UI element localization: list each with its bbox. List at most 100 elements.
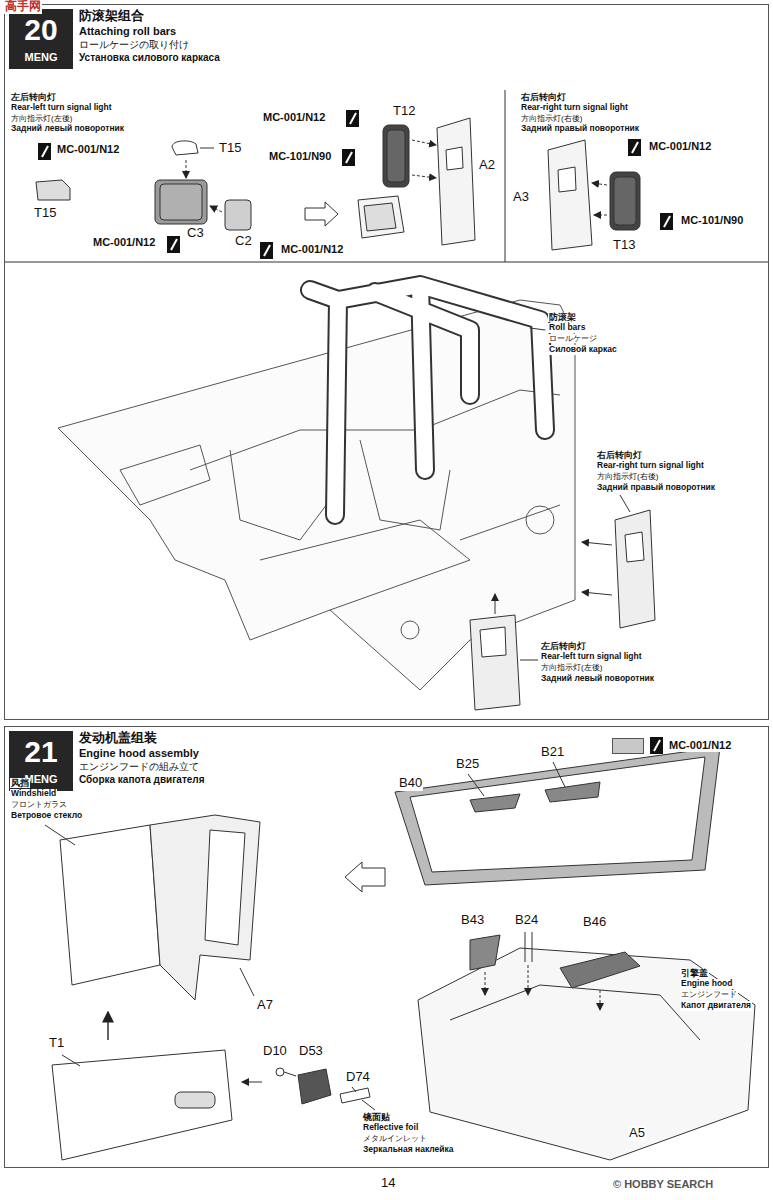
caption: 方向指示灯(右後) (596, 472, 659, 481)
illustration-part (395, 747, 720, 885)
caption: Задний левый поворотник (540, 674, 655, 684)
part-number: B43 (460, 913, 485, 928)
illustration-part (505, 90, 506, 262)
illustration-part (36, 180, 70, 200)
windshield (45, 815, 260, 1000)
illustration-part (240, 968, 254, 996)
caption: 方向指示灯(左後) (10, 114, 73, 123)
illustration-part (526, 506, 554, 534)
part-number: A3 (512, 190, 530, 205)
illustration-part (600, 990, 601, 1010)
illustration-part (614, 177, 636, 225)
watermark: 高手网 (4, 0, 42, 14)
illustration-part (242, 1082, 262, 1083)
color-swatch (612, 738, 644, 754)
illustration-part (186, 160, 187, 178)
step-title: Сборка капота двигателя (79, 774, 205, 786)
illustration-part (418, 948, 755, 1160)
caption: Задний левый поворотник (10, 124, 125, 134)
illustration-part (205, 830, 245, 945)
illustration-part (410, 757, 705, 872)
paint-code: MC-001/N12 (668, 739, 732, 752)
caption: ロールケージ (548, 334, 598, 343)
part-number: T15 (33, 206, 57, 221)
step-arrow (345, 862, 385, 892)
part-number: T1 (48, 1036, 65, 1051)
illustration-part (620, 495, 630, 512)
illustration-part (383, 125, 409, 187)
illustration-part (167, 236, 180, 253)
illustration-part (260, 520, 470, 610)
paint-code: MC-101/N90 (680, 214, 744, 227)
illustration-part (558, 167, 576, 192)
illustration-part (660, 213, 673, 230)
illustration-part (553, 762, 565, 787)
caption: Rear-left turn signal light (540, 652, 643, 662)
illustration-part (172, 141, 198, 155)
part-c3-c2 (155, 160, 251, 230)
illustration-part (360, 440, 450, 530)
part-number: C2 (234, 234, 253, 249)
caption: Задний правый поворотник (596, 483, 716, 493)
illustration-part (310, 285, 545, 515)
illustration-part (38, 143, 51, 160)
illustration-part (340, 1088, 370, 1103)
part-number: B21 (540, 745, 565, 760)
illustration-part (582, 542, 612, 545)
mirror-parts (276, 1068, 375, 1110)
caption: Ветровое стекло (10, 811, 83, 821)
illustration-part (60, 825, 160, 985)
step-title: 发动机盖组装 (79, 731, 157, 746)
part-number: C3 (186, 226, 205, 241)
caption: Задний правый поворотник (520, 124, 640, 134)
part-number: B25 (455, 757, 480, 772)
paint-code: MC-001/N12 (56, 143, 120, 156)
step-number: 20 (9, 13, 73, 48)
illustration-part (625, 532, 644, 562)
paint-code: MC-001/N12 (648, 140, 712, 153)
caption: 左后转向灯 (540, 641, 587, 651)
paint-code: MC-001/N12 (280, 243, 344, 256)
illustration-part (450, 985, 700, 1040)
illustration-part (175, 1092, 215, 1108)
brand-mark: MENG (9, 51, 73, 64)
caption: 镜面贴 (362, 1112, 391, 1122)
caption: Engine hood (680, 979, 733, 989)
caption: 右后转向灯 (520, 92, 567, 102)
part-number: D10 (262, 1044, 288, 1059)
paint-code: MC-001/N12 (92, 236, 156, 249)
illustration-part (412, 175, 436, 178)
illustration-part (437, 118, 475, 245)
step-panel: 防滚架组合Attaching roll barsロールケージの取り付けУстан… (4, 4, 769, 720)
illustration-part (342, 149, 355, 166)
illustration-part (62, 1055, 80, 1066)
part-number: A7 (256, 998, 274, 1013)
illustration-part (200, 148, 214, 149)
part-number: A5 (628, 1126, 646, 1141)
part-number: D53 (298, 1044, 324, 1059)
caption: 左后转向灯 (10, 92, 57, 102)
vehicle-body (58, 300, 575, 690)
illustration-part (346, 110, 359, 127)
illustration-part (120, 445, 210, 505)
part-number: B46 (582, 915, 607, 930)
illustration-part (260, 242, 273, 259)
part-a3-t13 (548, 140, 640, 250)
illustration-part (548, 140, 592, 250)
illustration-part (495, 594, 496, 614)
caption: 防滚架 (548, 312, 577, 322)
illustration-part (520, 660, 538, 661)
illustration-part (470, 615, 520, 710)
caption: Reflective foil (362, 1123, 419, 1133)
illustration-part (58, 300, 575, 690)
illustration-part (468, 774, 484, 796)
illustration-part (485, 972, 486, 995)
step-title: Engine hood assembly (79, 747, 199, 760)
illustration-part (52, 1050, 232, 1160)
illustration-part (525, 932, 532, 962)
caption: 方向指示灯(左後) (540, 663, 603, 672)
caption: Rear-right turn signal light (596, 461, 705, 471)
roll-bars (310, 285, 545, 515)
part-number: T12 (392, 104, 416, 119)
